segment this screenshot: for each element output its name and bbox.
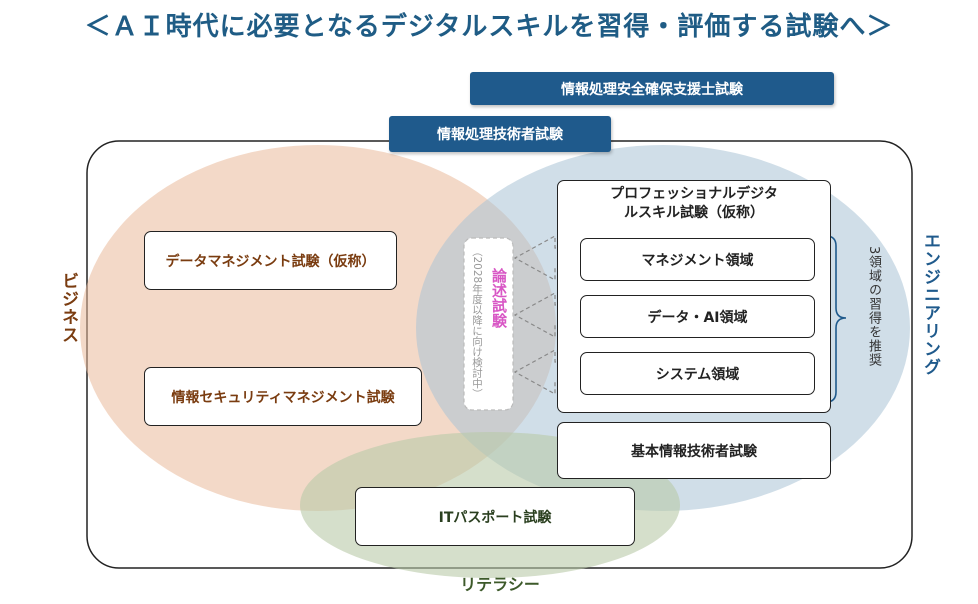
it-passport-exam: ITパスポート試験 <box>355 487 635 546</box>
domain-management: マネジメント領域 <box>580 238 815 281</box>
security-support-exam: 情報処理安全確保支援士試験 <box>470 72 834 105</box>
domain-system: システム領域 <box>580 352 815 395</box>
page-title: ＜ＡＩ時代に必要となるデジタルスキルを習得・評価する試験へ＞ <box>84 12 894 42</box>
engineering-label: エンジニアリング <box>920 232 940 376</box>
arrow-management <box>513 234 577 282</box>
bracket <box>825 235 847 403</box>
data-management-exam: データマネジメント試験（仮称） <box>144 231 397 290</box>
recommend-note: 3領域の習得を推奨 <box>866 246 881 368</box>
professional-exam-title: プロフェッショナルデジタルスキル試験（仮称） <box>610 186 778 221</box>
domain-data-ai: データ・AI領域 <box>580 295 815 338</box>
essay-title: 論述試験 <box>490 268 508 328</box>
security-management-exam: 情報セキュリティマネジメント試験 <box>144 367 422 426</box>
fundamental-exam: 基本情報技術者試験 <box>557 422 831 479</box>
arrow-system <box>513 348 577 396</box>
literacy-label: リテラシー <box>460 575 540 594</box>
essay-note: （2028年度以降に向け検討中） <box>471 246 483 399</box>
engineer-exam: 情報処理技術者試験 <box>389 116 611 152</box>
dashed-arrows <box>513 234 577 396</box>
essay-dashed-box <box>463 237 514 411</box>
arrow-data-ai <box>513 291 577 339</box>
business-label: ビジネス <box>58 272 78 344</box>
